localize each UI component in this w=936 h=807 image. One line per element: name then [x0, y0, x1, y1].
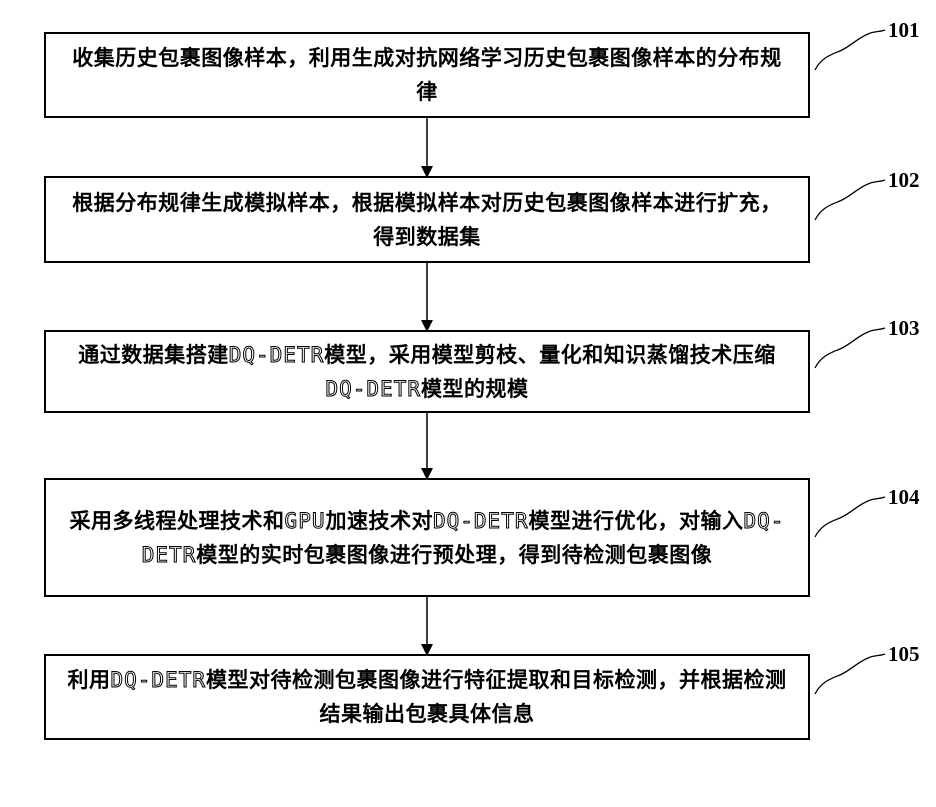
step-label-104: 104	[888, 485, 920, 510]
step-text-segment: 利用	[67, 668, 110, 692]
step-text-102: 根据分布规律生成模拟样本，根据模拟样本对历史包裹图像样本进行扩充，得到数据集	[62, 186, 792, 254]
model-name-text: DQ-DETR	[110, 668, 206, 692]
step-text-segment: 模型的规模	[421, 377, 529, 401]
leader-line-105	[815, 654, 885, 694]
step-text-103: 通过数据集搭建DQ-DETR模型，采用模型剪枝、量化和知识蒸馏技术压缩DQ-DE…	[62, 338, 792, 406]
leader-line-103	[815, 328, 885, 368]
step-text-segment: 收集历史包裹图像样本，利用生成对抗网络学习历史包裹图像样本的分布规律	[72, 46, 782, 104]
step-text-segment: 模型，采用模型剪枝、量化和知识蒸馏技术压缩	[324, 343, 776, 367]
step-text-segment: 模型对待检测包裹图像进行特征提取和目标检测，并根据检测结果输出包裹具体信息	[206, 668, 787, 726]
model-name-text: GPU	[285, 509, 326, 533]
model-name-text: DQ-DETR	[325, 377, 421, 401]
step-label-103: 103	[888, 316, 920, 341]
step-text-segment: 模型进行优化，对输入	[529, 509, 744, 533]
model-name-text: DQ-DETR	[433, 509, 529, 533]
step-label-102: 102	[888, 168, 920, 193]
step-box-104: 采用多线程处理技术和GPU加速技术对DQ-DETR模型进行优化，对输入DQ-DE…	[44, 478, 810, 597]
step-box-101: 收集历史包裹图像样本，利用生成对抗网络学习历史包裹图像样本的分布规律	[44, 32, 810, 118]
step-text-105: 利用DQ-DETR模型对待检测包裹图像进行特征提取和目标检测，并根据检测结果输出…	[62, 663, 792, 731]
step-label-101: 101	[888, 18, 920, 43]
step-text-segment: 模型的实时包裹图像进行预处理，得到待检测包裹图像	[196, 543, 712, 567]
step-text-segment: 根据分布规律生成模拟样本，根据模拟样本对历史包裹图像样本进行扩充，得到数据集	[72, 191, 782, 249]
leader-line-104	[815, 497, 885, 537]
step-text-segment: 加速技术对	[325, 509, 433, 533]
step-text-104: 采用多线程处理技术和GPU加速技术对DQ-DETR模型进行优化，对输入DQ-DE…	[62, 504, 792, 572]
model-name-text: DQ-DETR	[229, 343, 325, 367]
leader-line-102	[815, 180, 885, 220]
step-box-105: 利用DQ-DETR模型对待检测包裹图像进行特征提取和目标检测，并根据检测结果输出…	[44, 654, 810, 740]
step-text-101: 收集历史包裹图像样本，利用生成对抗网络学习历史包裹图像样本的分布规律	[62, 41, 792, 109]
step-text-segment: 通过数据集搭建	[78, 343, 229, 367]
leader-line-101	[815, 30, 885, 70]
step-text-segment: 采用多线程处理技术和	[70, 509, 285, 533]
step-box-102: 根据分布规律生成模拟样本，根据模拟样本对历史包裹图像样本进行扩充，得到数据集	[44, 176, 810, 263]
step-label-105: 105	[888, 642, 920, 667]
step-box-103: 通过数据集搭建DQ-DETR模型，采用模型剪枝、量化和知识蒸馏技术压缩DQ-DE…	[44, 330, 810, 413]
